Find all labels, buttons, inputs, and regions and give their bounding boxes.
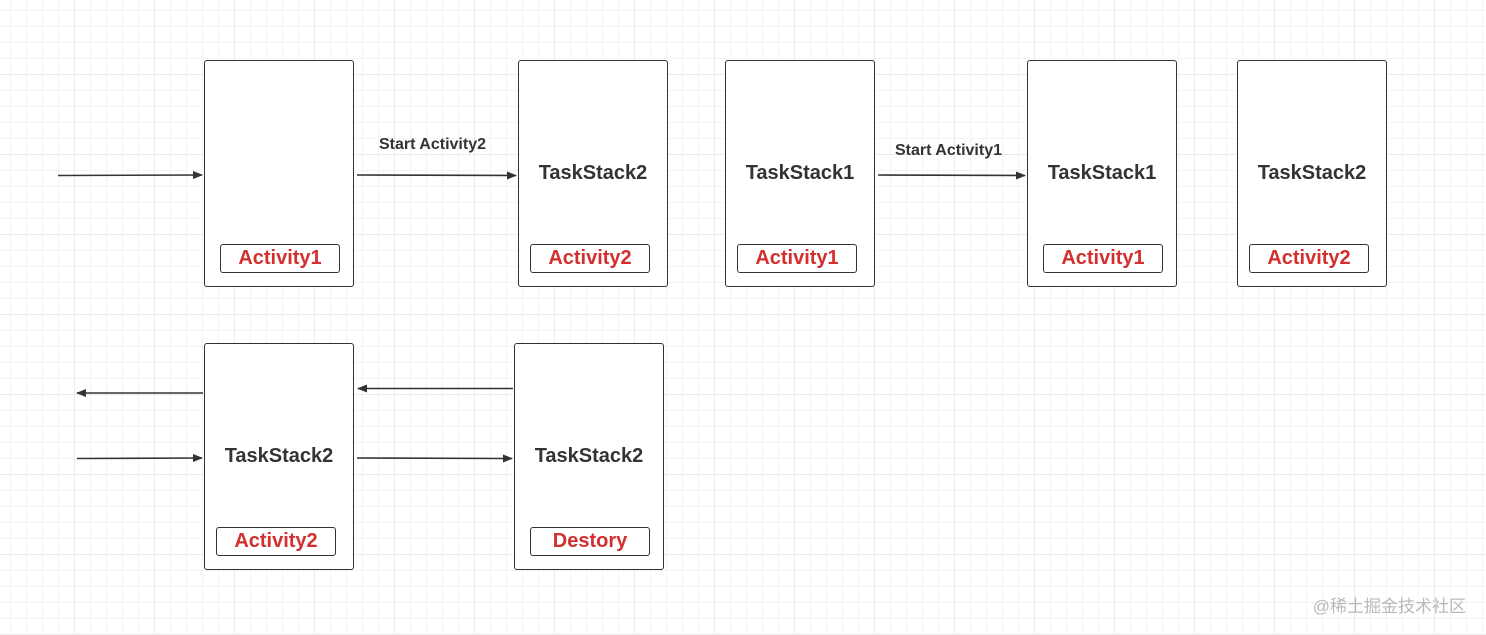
row1-box-5-activity: Activity2 <box>1249 244 1369 273</box>
arrow-start-activity2 <box>356 171 517 180</box>
row1-box-3-title: TaskStack1 <box>745 162 855 184</box>
row1-box-1-activity: Activity1 <box>220 244 340 273</box>
watermark: @稀土掘金技术社区 <box>1312 597 1466 616</box>
arrow-entry-row1 <box>57 171 203 180</box>
row1-box-2-activity: Activity2 <box>530 244 650 273</box>
row1-box-4-activity: Activity1 <box>1043 244 1163 273</box>
arrow-start-activity1 <box>877 171 1026 180</box>
arrow-forward-row2 <box>356 454 513 463</box>
row1-box-2: TaskStack2 Activity2 <box>518 60 668 287</box>
edge-label-start-activity2: Start Activity2 <box>379 136 486 153</box>
row2-box-2-activity: Destory <box>530 527 650 556</box>
row1-box-2-title: TaskStack2 <box>538 162 648 184</box>
row2-box-2-title: TaskStack2 <box>534 445 644 467</box>
row1-box-5: TaskStack2 Activity2 <box>1237 60 1387 287</box>
row2-box-1-title: TaskStack2 <box>224 445 334 467</box>
row1-box-4: TaskStack1 Activity1 <box>1027 60 1177 287</box>
row1-box-5-title: TaskStack2 <box>1257 162 1367 184</box>
row1-box-4-title: TaskStack1 <box>1047 162 1157 184</box>
edge-label-start-activity1: Start Activity1 <box>895 142 1002 159</box>
row1-box-1: Activity1 <box>204 60 354 287</box>
row2-box-1: TaskStack2 Activity2 <box>204 343 354 570</box>
arrow-entry-row2 <box>76 454 203 463</box>
row2-box-2: TaskStack2 Destory <box>514 343 664 570</box>
row1-box-3: TaskStack1 Activity1 <box>725 60 875 287</box>
row1-box-3-activity: Activity1 <box>737 244 857 273</box>
row2-box-1-activity: Activity2 <box>216 527 336 556</box>
